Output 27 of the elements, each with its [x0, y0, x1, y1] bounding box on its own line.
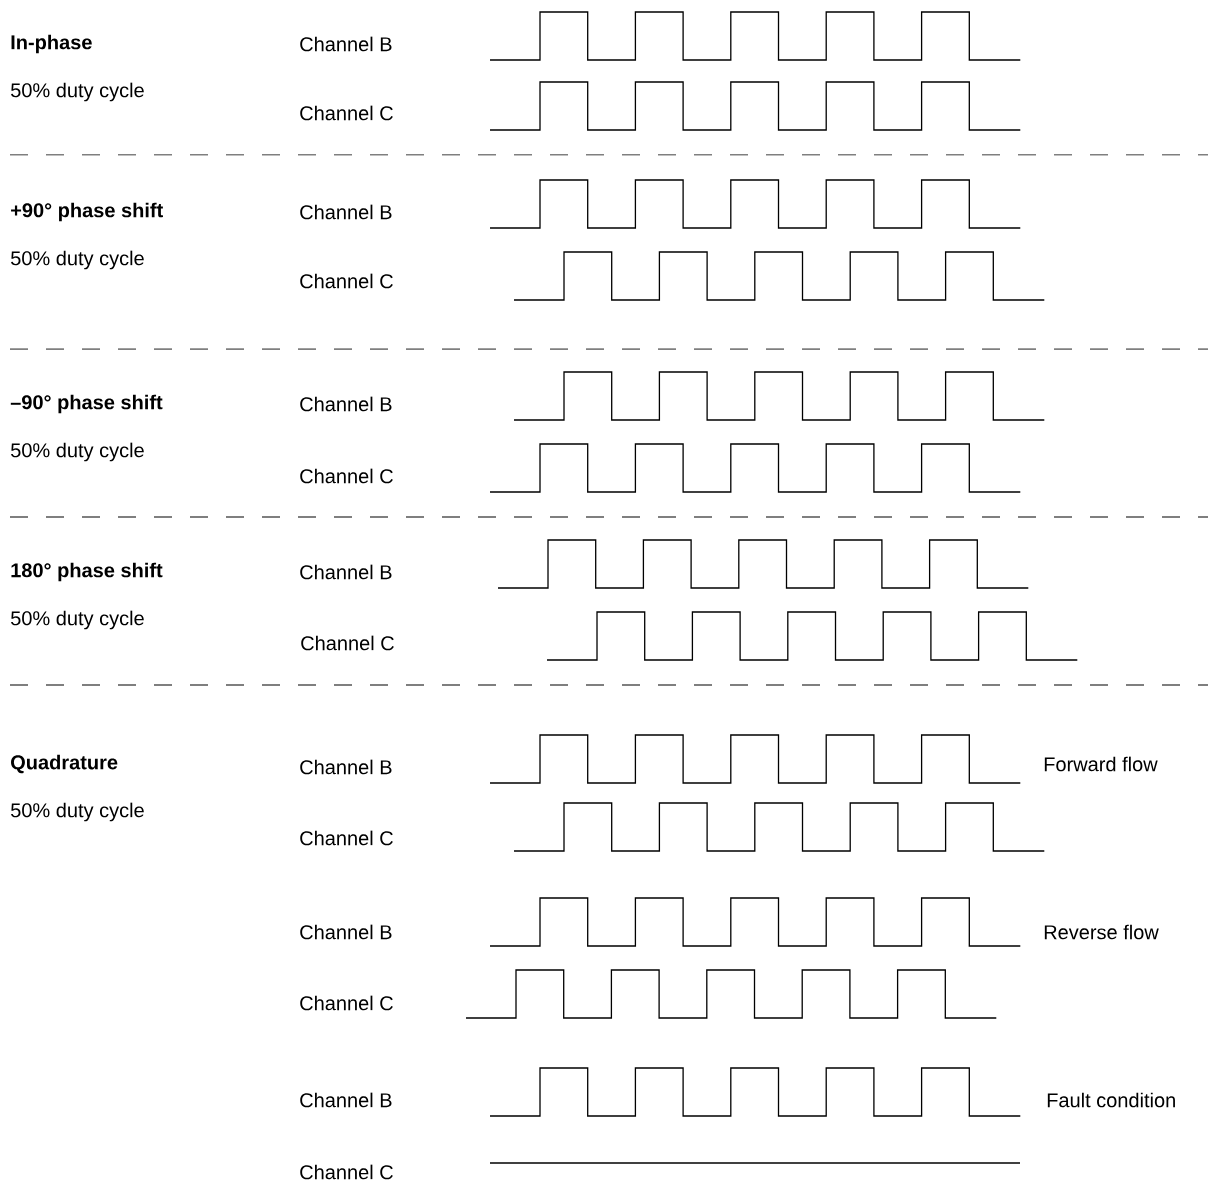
signal-label: 50% duty cycle	[11, 802, 144, 822]
signal-label: Channel C	[300, 995, 393, 1011]
signal-label: 50% duty cycle	[11, 82, 144, 102]
signal-label: Fault condition	[1047, 1092, 1175, 1108]
signal-label: Channel B	[300, 204, 392, 220]
signal-label: 50% duty cycle	[11, 250, 144, 270]
signal-label: Channel C	[300, 830, 393, 846]
signal-label: Channel B	[300, 1092, 392, 1108]
section-heading: +90° phase shift	[11, 202, 163, 222]
signal-label: Channel B	[300, 924, 392, 940]
signal-label: 50% duty cycle	[11, 610, 144, 630]
signal-label: Reverse flow	[1044, 924, 1159, 940]
signal-label: Channel C	[300, 105, 393, 121]
signal-label: Channel C	[300, 273, 393, 289]
signal-label: Forward flow	[1044, 756, 1158, 772]
section-heading: –90° phase shift	[10, 394, 163, 414]
signal-label: Channel C	[301, 635, 394, 651]
signal-label: Channel C	[300, 1164, 393, 1180]
signal-label: Channel B	[300, 564, 392, 580]
signal-label: Channel B	[300, 36, 392, 52]
signal-label: Channel B	[300, 396, 392, 412]
section-heading: Quadrature	[11, 754, 118, 774]
section-heading: 180° phase shift	[11, 562, 163, 582]
section-heading: In-phase	[11, 34, 92, 54]
signal-label: Channel B	[300, 759, 392, 775]
signal-label: 50% duty cycle	[11, 442, 144, 462]
signal-label: Channel C	[300, 468, 393, 484]
